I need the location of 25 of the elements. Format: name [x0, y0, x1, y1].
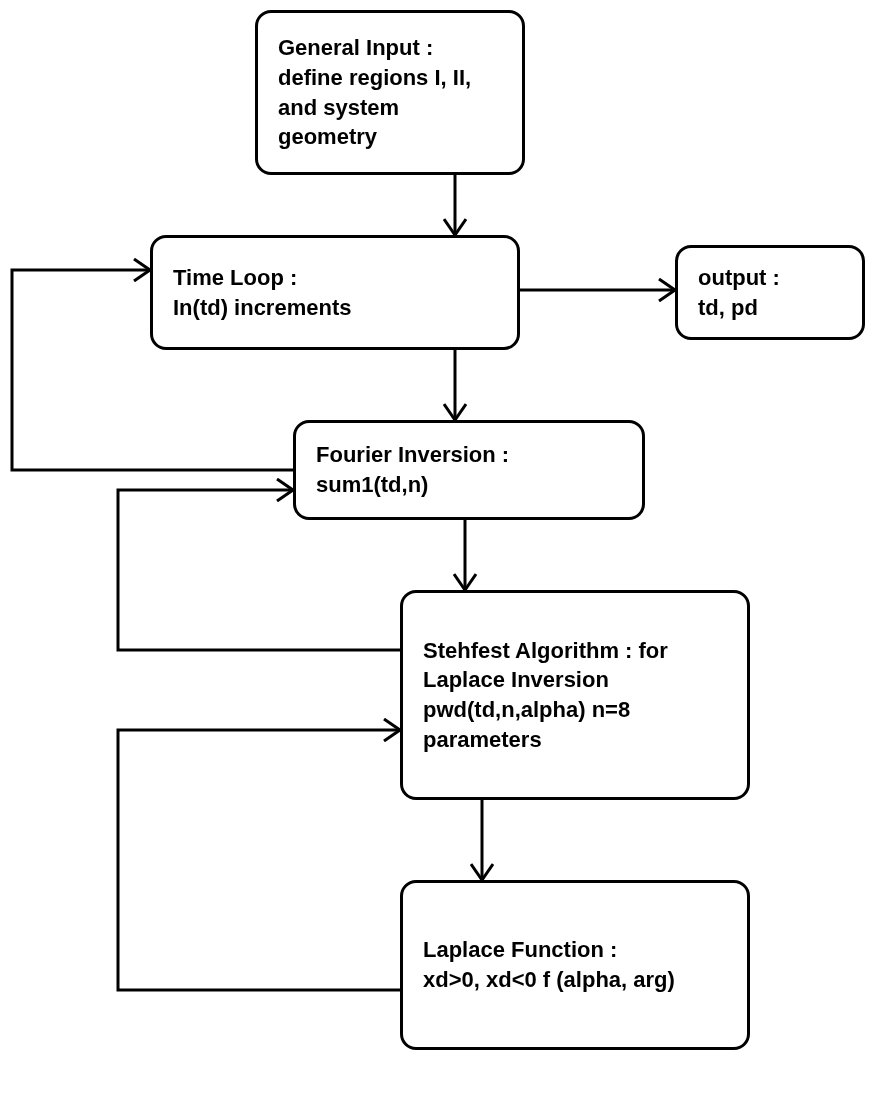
box-text: td, pd: [698, 293, 759, 322]
arrow: [10, 257, 293, 472]
arrow: [116, 717, 402, 992]
process-box: [255, 10, 525, 175]
box-heading: Time Loop :: [173, 263, 299, 292]
process-box: [293, 420, 645, 520]
box-text: In(td) increments: [173, 293, 353, 322]
box-text: sum1(td,n): [316, 471, 430, 499]
process-box: [400, 590, 750, 800]
arrow: [442, 175, 468, 237]
process-box: [150, 235, 520, 350]
arrow: [520, 277, 677, 303]
box-heading: Fourier Inversion :: [316, 441, 511, 470]
arrow: [442, 350, 468, 422]
box-text: define regions I, II, and system geometry: [278, 63, 473, 152]
box-text: pwd(td,n,alpha) n=8 parameters: [423, 696, 632, 754]
arrow: [469, 800, 495, 882]
process-box: [675, 245, 865, 340]
box-heading: Laplace Function :: [423, 936, 619, 965]
process-box: [400, 880, 750, 1050]
box-text: xd>0, xd<0 f (alpha, arg): [423, 966, 676, 994]
arrow: [116, 477, 400, 652]
arrow: [452, 520, 478, 592]
box-heading: General Input :: [278, 34, 435, 63]
box-heading: output :: [698, 263, 781, 292]
